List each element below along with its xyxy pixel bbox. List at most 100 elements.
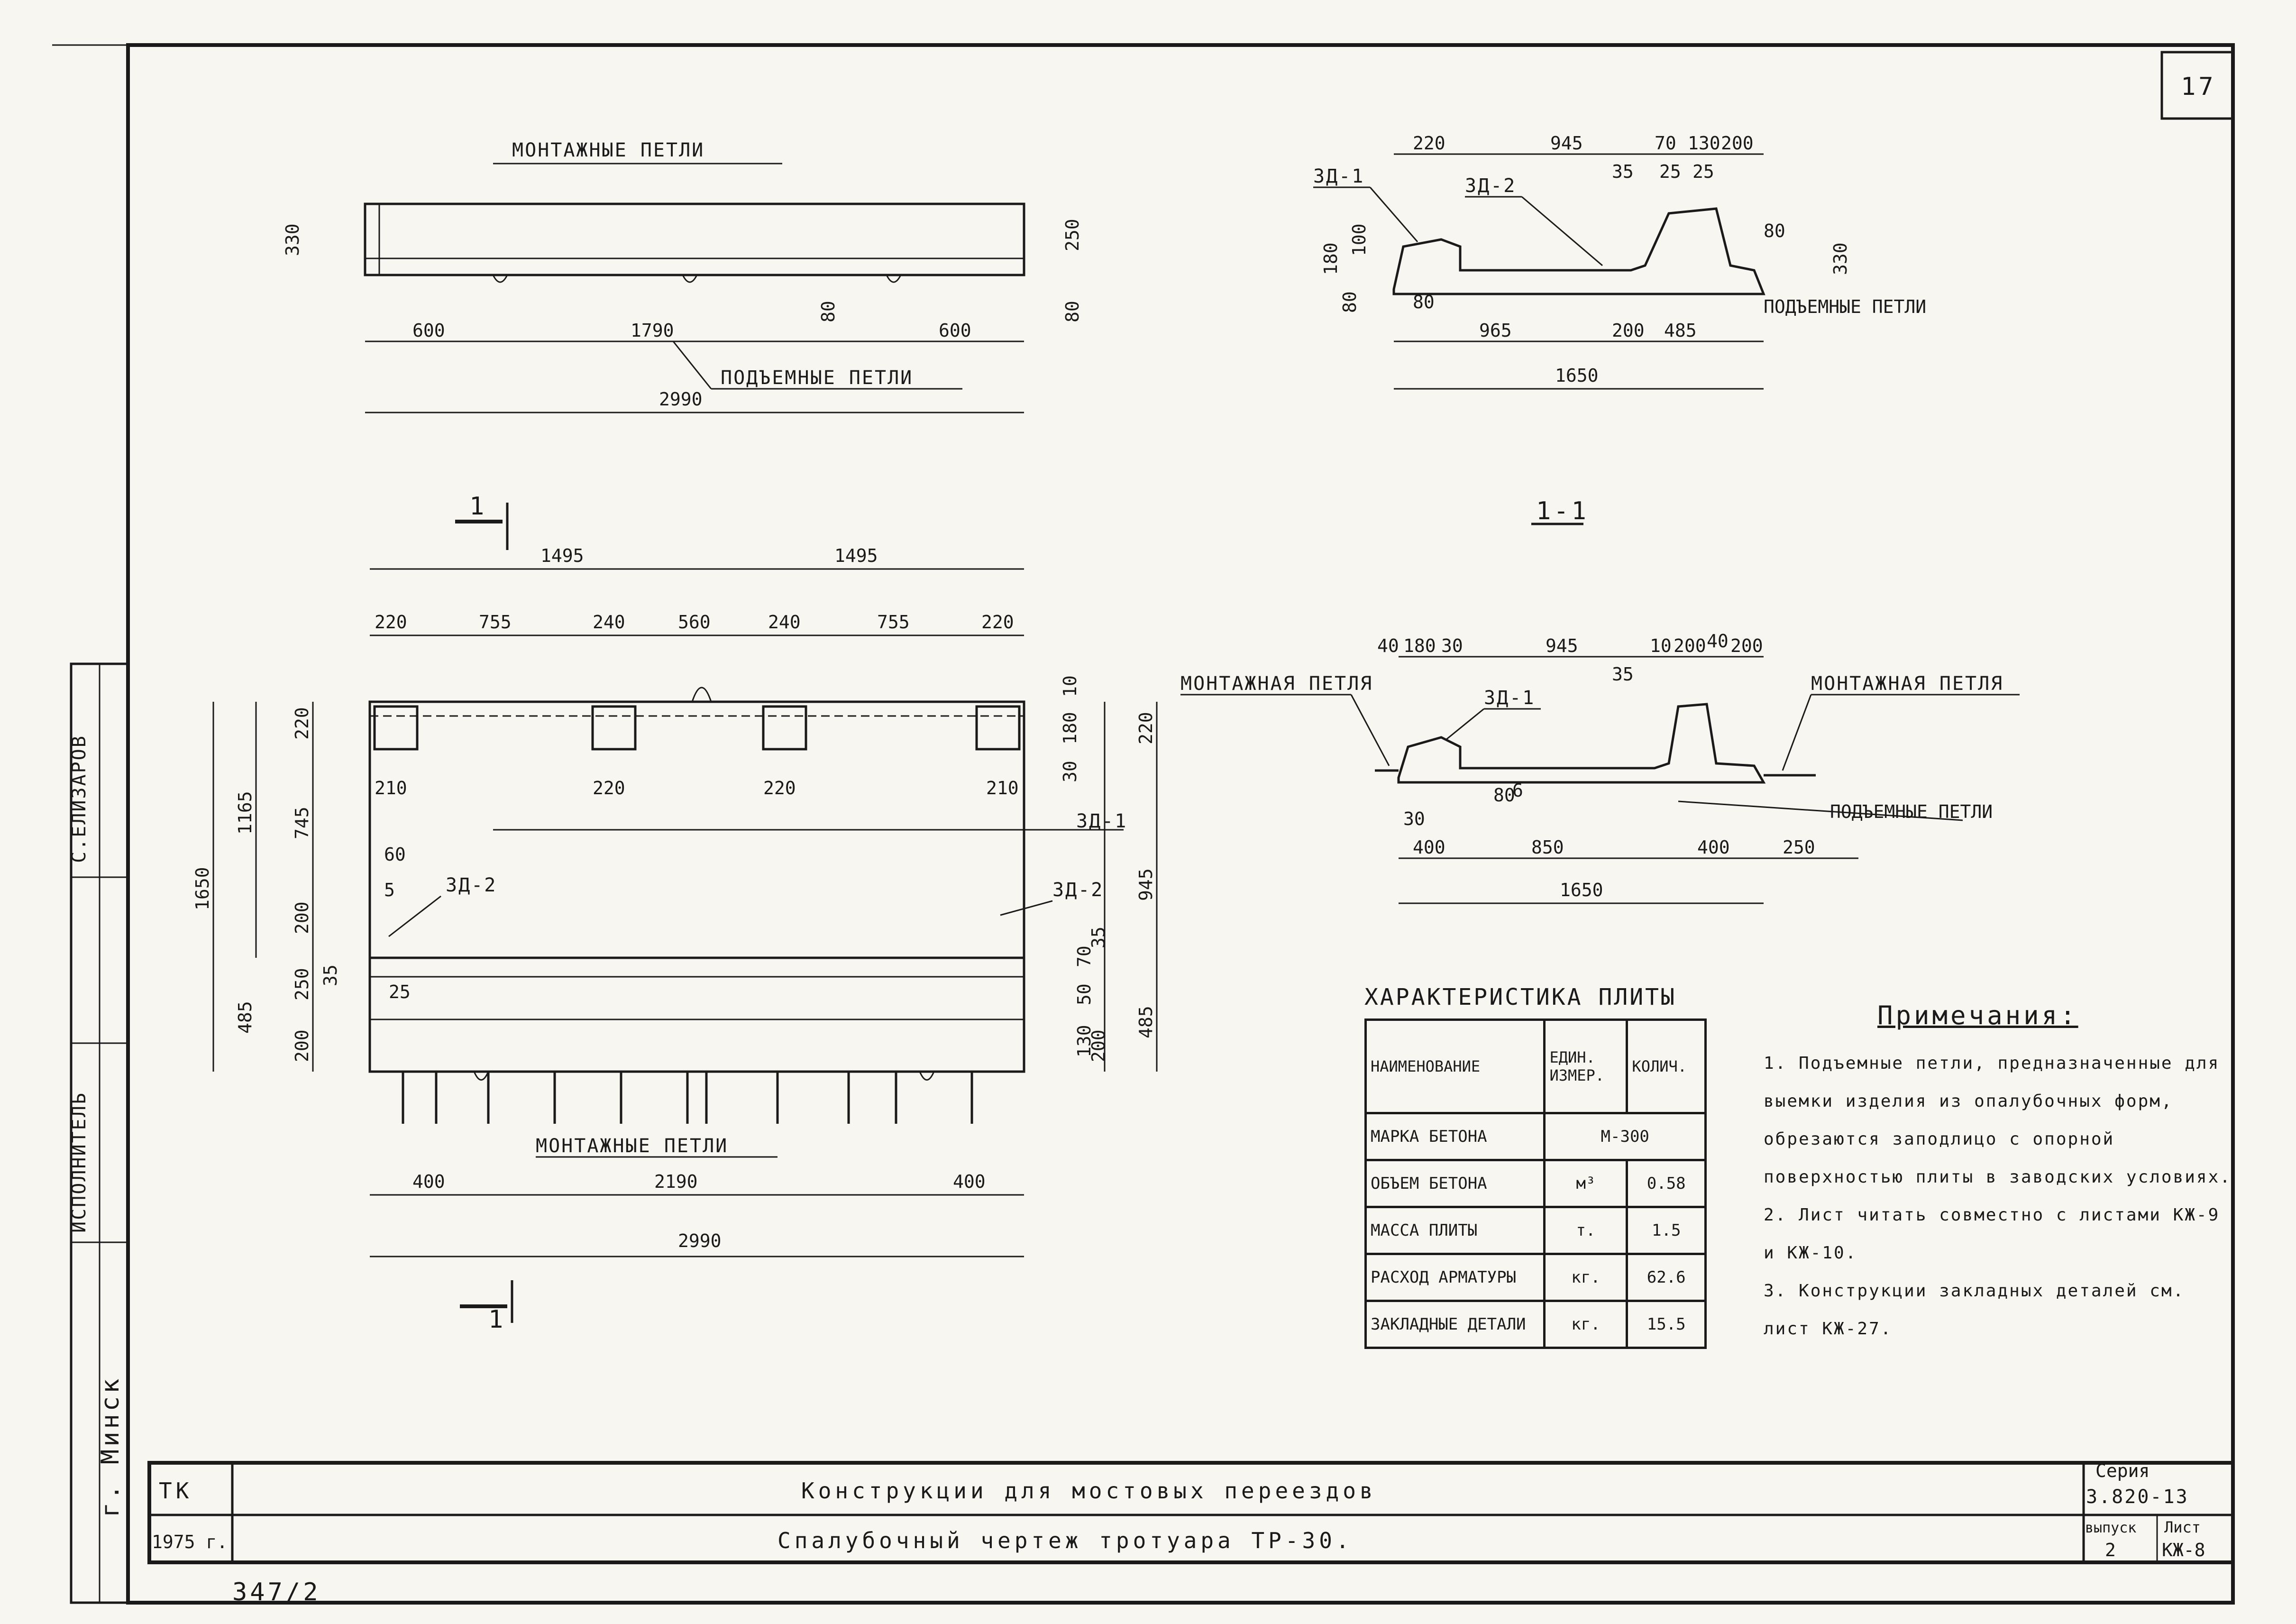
sec-label-right: МОНТАЖНАЯ ПЕТЛЯ (1811, 673, 2003, 695)
top-dim-2990: 2990 (659, 389, 703, 410)
section-title: 1-1 (1536, 497, 1589, 525)
plan-dim-35-left: 35 (320, 964, 341, 986)
sec-inner-6: 6 (1512, 780, 1523, 801)
side-dim-965: 965 (1479, 320, 1512, 341)
row-qty: 15.5 (1626, 1300, 1707, 1349)
plan-dim-2990: 2990 (678, 1230, 722, 1251)
plan-inner-220b: 220 (763, 778, 796, 798)
plan-dim-745: 745 (292, 807, 312, 839)
sec-dim-200a: 200 (1674, 635, 1706, 656)
side-dim-70: 70 (1655, 133, 1676, 154)
issue-number: 2 (2105, 1540, 2116, 1560)
row-name: МАРКА БЕТОНА (1364, 1112, 1546, 1161)
note-item-3: 3. Конструкции закладных деталей см. лис… (1764, 1281, 2185, 1339)
approver-name: С.ЕЛИЗАРОВ (68, 734, 90, 863)
row-qty: 0.58 (1626, 1159, 1707, 1208)
header-qty: КОЛИЧ. (1626, 1018, 1707, 1114)
row-name: РАСХОД АРМАТУРЫ (1364, 1253, 1546, 1302)
plan-dim-200-left-b: 200 (292, 1029, 312, 1062)
header-name: НАИМЕНОВАНИЕ (1364, 1018, 1546, 1114)
note-item-2: 2. Лист читать совместно с листами КЖ-9 … (1764, 1205, 2220, 1263)
row-name: ОБЪЕМ БЕТОНА (1364, 1159, 1546, 1208)
plan-dim-70-right: 70 (1074, 945, 1095, 967)
sec-dim-250: 250 (1783, 837, 1815, 858)
plan-dim-130-right: 130 (1074, 1025, 1095, 1057)
plan-dim-250-left: 250 (292, 968, 312, 1000)
row-unit: кг. (1543, 1253, 1628, 1302)
sheet-frame (126, 43, 2235, 1605)
table-row: РАСХОД АРМАТУРЫ кг. 62.6 (1364, 1253, 1707, 1302)
characteristics-header-row: НАИМЕНОВАНИЕ ЕДИН. ИЗМЕР. КОЛИЧ. (1364, 1018, 1707, 1114)
plan-dim-220a: 220 (375, 612, 407, 633)
plan-label-zd2-right: ЗД-2 (1052, 879, 1104, 901)
side-dim-80: 80 (1413, 292, 1435, 312)
plan-dim-240a: 240 (593, 612, 625, 633)
side-label-zd1: ЗД-1 (1313, 165, 1364, 187)
embedded-plate-2 (591, 705, 637, 751)
sec-dim-10: 10 (1650, 635, 1672, 656)
side-label-zd2: ЗД-2 (1465, 175, 1516, 197)
sheet-label: Лист (2164, 1518, 2201, 1536)
sec-dim-400b: 400 (1697, 837, 1730, 858)
top-dim-80-right: 80 (1062, 301, 1083, 322)
top-dim-600-right: 600 (939, 320, 971, 341)
plan-dim-1650: 1650 (192, 867, 213, 910)
plan-dim-240b: 240 (768, 612, 801, 633)
plan-dim-10: 10 (1060, 675, 1080, 697)
row-qty: М-300 (1543, 1112, 1707, 1161)
series-number: 3.820-13 (2086, 1486, 2189, 1508)
plan-dim-200-left-a: 200 (292, 901, 312, 934)
notes-title: Примечания: (1877, 1000, 2078, 1030)
plan-dim-30-right: 30 (1060, 761, 1080, 782)
row-unit: т. (1543, 1206, 1628, 1255)
plan-inner-210a: 210 (375, 778, 407, 798)
year: 1975 г. (152, 1532, 228, 1552)
side-dim-80-right: 80 (1764, 220, 1785, 241)
plan-inner-210b: 210 (986, 778, 1019, 798)
sec-dim-180: 180 (1403, 635, 1436, 656)
plan-dim-755b: 755 (877, 612, 910, 633)
top-view-label-top: МОНТАЖНЫЕ ПЕТЛИ (512, 139, 704, 161)
row-qty: 62.6 (1626, 1253, 1707, 1302)
table-row: ОБЪЕМ БЕТОНА м³ 0.58 (1364, 1159, 1707, 1208)
city-label: г. Минск (96, 1376, 125, 1517)
plan-dim-485-right: 485 (1135, 1006, 1156, 1038)
plan-dim-400a: 400 (412, 1171, 445, 1192)
executor-role: ИСПОЛНИТЕЛЬ (68, 1092, 90, 1233)
plan-label-zd2-left: ЗД-2 (446, 874, 497, 896)
side-section-outline (1392, 207, 1765, 295)
page-number: 17 (2181, 73, 2216, 101)
series-label: Серия (2095, 1460, 2150, 1481)
plan-dim-220b: 220 (981, 612, 1014, 633)
table-row: МАРКА БЕТОНА М-300 (1364, 1112, 1707, 1161)
header-unit: ЕДИН. ИЗМЕР. (1543, 1018, 1628, 1114)
section-mark-top: 1 (469, 492, 487, 521)
plan-dim-1495-right: 1495 (834, 545, 878, 566)
sec-label-zd1: ЗД-1 (1484, 687, 1535, 709)
issue-label: выпуск (2085, 1520, 2136, 1536)
side-dim-485: 485 (1664, 320, 1697, 341)
table-row: ЗАКЛАДНЫЕ ДЕТАЛИ кг. 15.5 (1364, 1300, 1707, 1349)
sec-dim-30-bottom: 30 (1403, 808, 1425, 829)
characteristics-table: НАИМЕНОВАНИЕ ЕДИН. ИЗМЕР. КОЛИЧ. МАРКА Б… (1364, 1018, 1707, 1349)
side-dim-180: 180 (1320, 242, 1341, 275)
sec-dim-40b: 40 (1707, 631, 1729, 651)
plan-dim-755a: 755 (479, 612, 512, 633)
top-dim-1790: 1790 (631, 320, 674, 341)
plan-view: 1 1 1495 1495 220 755 240 560 240 755 22… (192, 492, 1158, 1334)
plan-label-mounting-loops: МОНТАЖНЫЕ ПЕТЛИ (536, 1135, 728, 1157)
plan-dim-560: 560 (678, 612, 711, 633)
side-dim-25a: 25 (1659, 161, 1681, 182)
plan-label-zd1: ЗД-1 (1076, 810, 1127, 832)
side-dim-100: 100 (1349, 223, 1370, 256)
plan-dim-220-left: 220 (292, 707, 312, 740)
plan-inner-25: 25 (389, 982, 411, 1002)
side-dim-945: 945 (1550, 133, 1583, 154)
side-dim-130: 130 (1688, 133, 1720, 154)
embedded-plate-1 (373, 705, 419, 751)
side-label-lifting-loops: ПОДЪЕМНЫЕ ПЕТЛИ (1764, 296, 1926, 317)
top-dim-600-left: 600 (412, 320, 445, 341)
sec-dim-945: 945 (1546, 635, 1578, 656)
side-view: 220 945 70 130 200 35 25 25 ЗД-1 ЗД-2 ПО… (1313, 133, 1926, 390)
